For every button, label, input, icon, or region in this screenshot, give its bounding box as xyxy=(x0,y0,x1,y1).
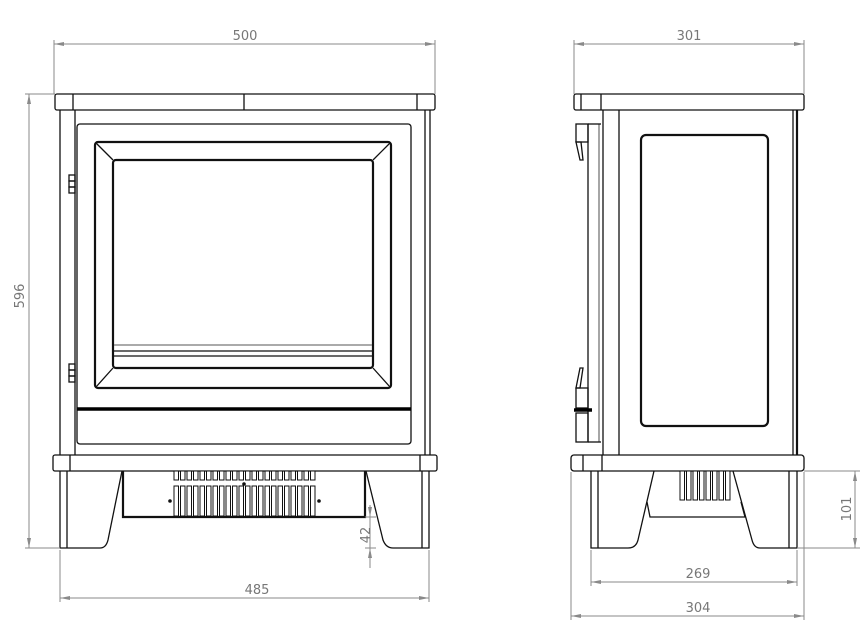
door-profile xyxy=(574,123,601,443)
front-view xyxy=(52,93,438,549)
side-base-plinth xyxy=(570,454,805,472)
side-panel xyxy=(639,133,770,428)
front-door xyxy=(76,123,412,445)
dim-overall-width: 500 xyxy=(233,29,258,44)
dim-plinth-height: 101 xyxy=(840,497,855,522)
side-heater-vent xyxy=(679,470,731,501)
hinge-bottom-icon xyxy=(68,363,76,383)
dim-top-depth: 301 xyxy=(677,29,702,44)
heater-vent-grille xyxy=(173,470,316,517)
dim-overall-height: 596 xyxy=(13,284,28,309)
screw-icon xyxy=(242,482,246,486)
side-view xyxy=(570,93,805,549)
window-frame xyxy=(93,140,393,390)
dim-ground-clearance: 42 xyxy=(359,527,374,544)
dim-leg-span: 269 xyxy=(686,567,711,582)
front-left-leg xyxy=(59,470,123,549)
window-glass xyxy=(111,158,375,370)
front-dimensions: 500 596 42 485 xyxy=(13,29,436,602)
hinge-top-icon xyxy=(68,174,76,194)
side-top-cap xyxy=(573,93,805,111)
front-top-cap xyxy=(54,93,436,111)
front-base-plinth xyxy=(52,454,438,472)
heater-box xyxy=(121,471,367,519)
side-front-leg xyxy=(590,470,655,549)
side-dimensions: 301 101 269 304 xyxy=(570,29,860,620)
screw-icon xyxy=(317,499,321,503)
dim-base-depth: 304 xyxy=(686,601,711,616)
side-rear-leg xyxy=(732,470,798,549)
screw-icon xyxy=(168,499,172,503)
front-right-leg xyxy=(365,470,430,549)
dim-base-width: 485 xyxy=(245,583,270,598)
